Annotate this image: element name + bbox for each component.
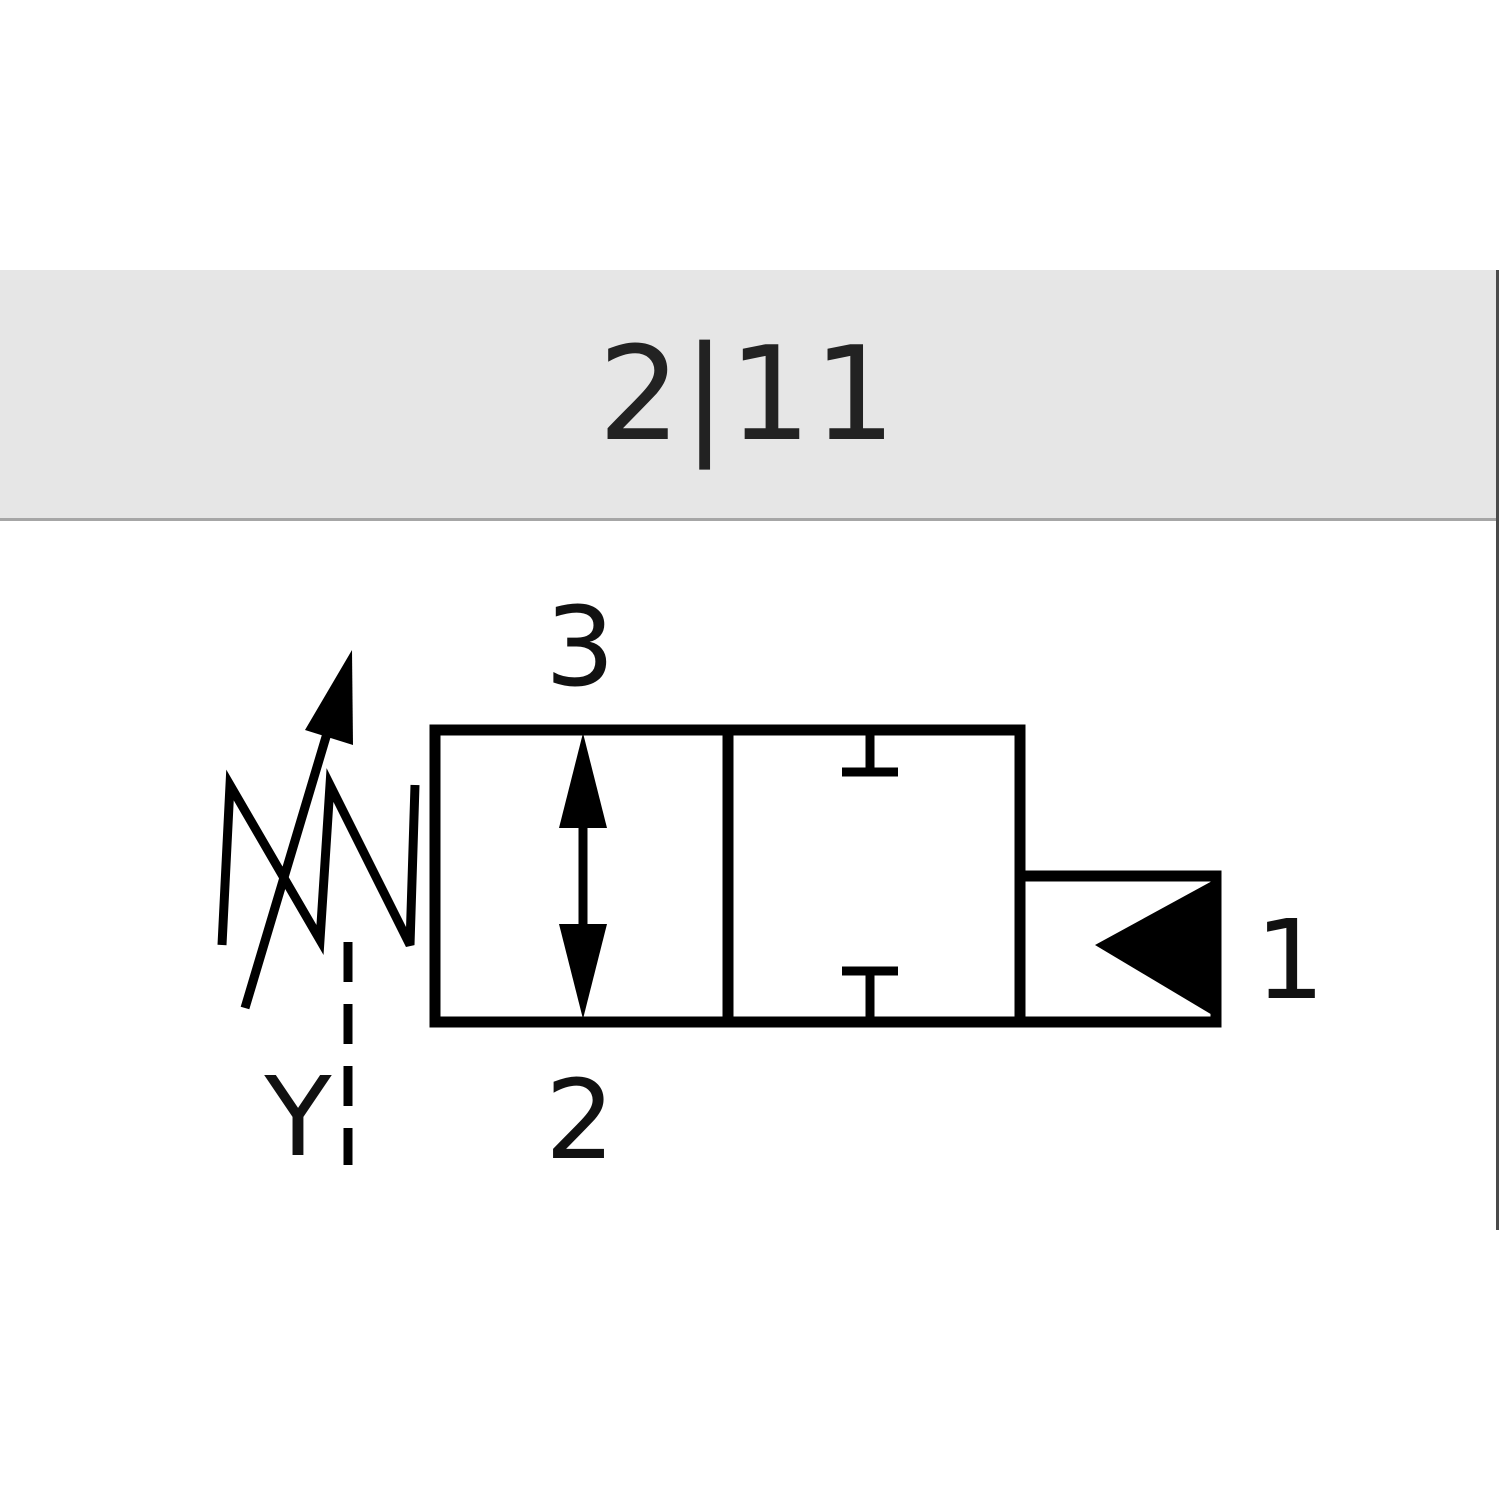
open-flow-path: [559, 733, 607, 1019]
port-label-1: 1: [1255, 896, 1325, 1024]
header-bar: [0, 270, 1496, 521]
arrow-down-icon: [559, 924, 607, 1019]
valve-code-title: 2|11: [598, 318, 898, 470]
port-label-y: Y: [263, 1053, 332, 1181]
pilot-actuator-box: [1014, 870, 1222, 1028]
port-label-2: 2: [545, 1056, 615, 1184]
spring-icon: [217, 768, 420, 956]
blocked-port-top: [842, 735, 898, 777]
pilot-pressure-triangle-icon: [1095, 880, 1214, 1016]
right-border-line: [1496, 270, 1499, 1230]
adjustment-arrow-shaft: [240, 698, 342, 1010]
port-label-3: 3: [545, 583, 615, 711]
adjustment-arrow-head-icon: [305, 650, 353, 745]
arrow-up-icon: [559, 733, 607, 828]
blocked-port-bottom: [842, 966, 898, 1017]
